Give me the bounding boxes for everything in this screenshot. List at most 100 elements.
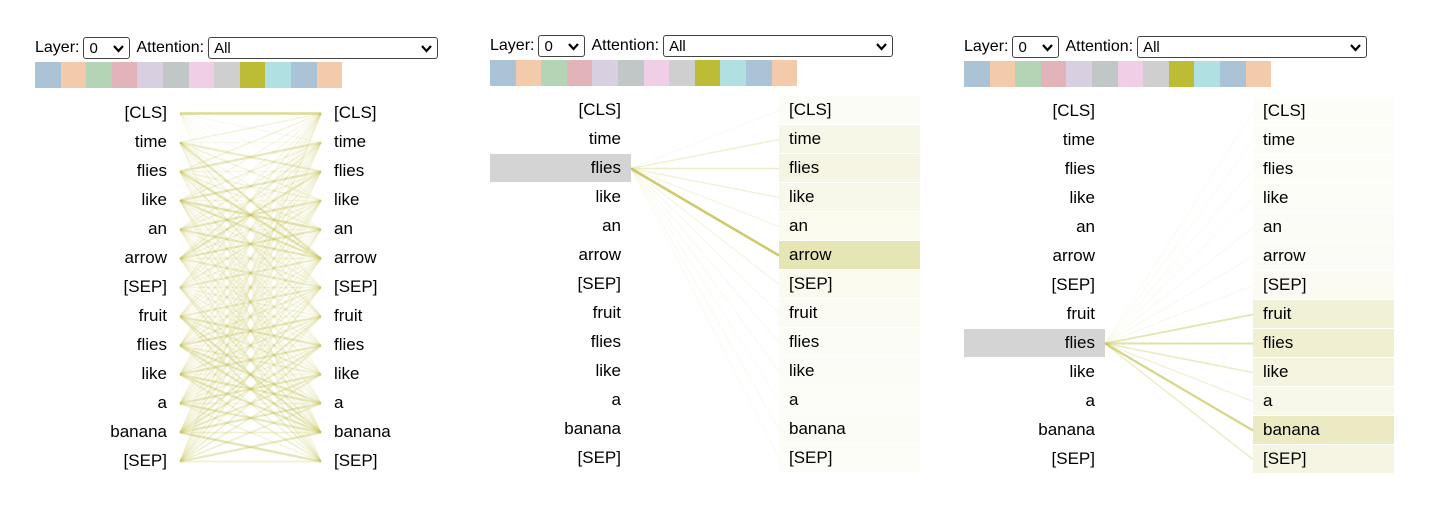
head-swatch-11[interactable] (771, 60, 798, 86)
head-swatch-9[interactable] (1194, 61, 1220, 87)
key-token-an[interactable]: an (779, 212, 920, 240)
key-token-arrow[interactable]: arrow (334, 248, 377, 267)
head-swatch-6[interactable] (188, 62, 215, 88)
query-token-time[interactable]: time (588, 129, 621, 148)
head-swatch-7[interactable] (1143, 61, 1169, 87)
key-token-cls[interactable]: [CLS] (1253, 97, 1394, 125)
query-token-arrow[interactable]: arrow (1052, 246, 1095, 265)
query-token-an[interactable]: an (602, 216, 621, 235)
query-token-arrow[interactable]: arrow (578, 245, 621, 264)
key-token-fruit[interactable]: fruit (334, 306, 363, 325)
head-swatch-3[interactable] (566, 60, 593, 86)
head-swatch-2[interactable] (86, 62, 112, 88)
key-token-time[interactable]: time (779, 125, 920, 153)
head-swatch-8[interactable] (694, 60, 721, 86)
key-token-fruit[interactable]: fruit (1253, 300, 1394, 328)
key-token-a[interactable]: a (779, 386, 920, 414)
query-token-time[interactable]: time (134, 132, 167, 151)
query-token-a[interactable]: a (1085, 391, 1095, 410)
layer-select[interactable]: 0 (83, 37, 131, 59)
key-token-flies[interactable]: flies (334, 161, 365, 180)
query-token-sep[interactable]: [SEP] (1051, 449, 1095, 468)
key-token-like[interactable]: like (334, 190, 360, 209)
head-swatch-4[interactable] (137, 62, 163, 88)
head-swatch-4[interactable] (1066, 61, 1092, 87)
query-token-a[interactable]: a (611, 390, 621, 409)
query-token-flies[interactable]: flies (964, 329, 1105, 357)
query-token-sep[interactable]: [SEP] (577, 448, 621, 467)
head-swatch-3[interactable] (111, 62, 138, 88)
head-swatch-11[interactable] (1245, 61, 1272, 87)
key-token-a[interactable]: a (334, 393, 344, 412)
head-swatch-7[interactable] (669, 60, 695, 86)
head-swatch-0[interactable] (964, 61, 990, 87)
key-token-like[interactable]: like (334, 364, 360, 383)
head-swatch-10[interactable] (1219, 61, 1246, 87)
head-swatch-11[interactable] (316, 62, 343, 88)
head-swatch-0[interactable] (35, 62, 61, 88)
key-token-arrow[interactable]: arrow (779, 241, 920, 269)
query-token-sep[interactable]: [SEP] (1051, 275, 1095, 294)
key-token-sep[interactable]: [SEP] (334, 451, 378, 470)
query-token-flies[interactable]: flies (136, 161, 167, 180)
query-token-banana[interactable]: banana (110, 422, 167, 441)
key-token-an[interactable]: an (334, 219, 353, 238)
query-token-cls[interactable]: [CLS] (1052, 101, 1095, 120)
query-token-like[interactable]: like (141, 190, 167, 209)
head-swatch-4[interactable] (592, 60, 618, 86)
head-swatch-10[interactable] (290, 62, 317, 88)
head-swatch-2[interactable] (1015, 61, 1041, 87)
key-token-a[interactable]: a (1253, 387, 1394, 415)
attention-select[interactable]: All (208, 37, 439, 59)
query-token-fruit[interactable]: fruit (138, 306, 167, 325)
query-token-cls[interactable]: [CLS] (578, 100, 621, 119)
head-swatch-10[interactable] (745, 60, 772, 86)
head-swatch-6[interactable] (643, 60, 670, 86)
query-token-a[interactable]: a (157, 393, 167, 412)
key-token-time[interactable]: time (1253, 126, 1394, 154)
key-token-cls[interactable]: [CLS] (334, 103, 377, 122)
head-swatch-5[interactable] (617, 60, 644, 86)
head-swatch-1[interactable] (989, 61, 1016, 87)
query-token-an[interactable]: an (1076, 217, 1095, 236)
head-swatch-1[interactable] (60, 62, 87, 88)
query-token-sep[interactable]: [SEP] (123, 451, 167, 470)
head-swatch-6[interactable] (1117, 61, 1144, 87)
key-token-flies[interactable]: flies (1253, 329, 1394, 357)
query-token-like[interactable]: like (141, 364, 167, 383)
layer-select[interactable]: 0 (1012, 36, 1060, 58)
head-swatch-9[interactable] (720, 60, 746, 86)
query-token-time[interactable]: time (1062, 130, 1095, 149)
key-token-sep[interactable]: [SEP] (1253, 445, 1394, 473)
query-token-fruit[interactable]: fruit (1066, 304, 1095, 323)
head-swatch-5[interactable] (1091, 61, 1118, 87)
query-token-banana[interactable]: banana (564, 419, 621, 438)
head-swatch-3[interactable] (1040, 61, 1067, 87)
key-token-time[interactable]: time (334, 132, 367, 151)
key-token-like[interactable]: like (779, 357, 920, 385)
query-token-sep[interactable]: [SEP] (577, 274, 621, 293)
key-token-sep[interactable]: [SEP] (779, 444, 920, 472)
query-token-like[interactable]: like (595, 187, 621, 206)
key-token-fruit[interactable]: fruit (779, 299, 920, 327)
key-token-like[interactable]: like (1253, 184, 1394, 212)
attention-select[interactable]: All (663, 35, 894, 57)
key-token-arrow[interactable]: arrow (1253, 242, 1394, 270)
key-token-sep[interactable]: [SEP] (334, 277, 378, 296)
key-token-like[interactable]: like (1253, 358, 1394, 386)
key-token-sep[interactable]: [SEP] (779, 270, 920, 298)
query-token-cls[interactable]: [CLS] (124, 103, 167, 122)
query-token-like[interactable]: like (595, 361, 621, 380)
key-token-an[interactable]: an (1253, 213, 1394, 241)
layer-select[interactable]: 0 (538, 35, 586, 57)
key-token-flies[interactable]: flies (334, 335, 365, 354)
head-swatch-0[interactable] (490, 60, 516, 86)
query-token-fruit[interactable]: fruit (592, 303, 621, 322)
query-token-flies[interactable]: flies (1064, 159, 1095, 178)
head-swatch-9[interactable] (265, 62, 291, 88)
key-token-flies[interactable]: flies (1253, 155, 1394, 183)
query-token-flies[interactable]: flies (136, 335, 167, 354)
key-token-banana[interactable]: banana (334, 422, 391, 441)
query-token-sep[interactable]: [SEP] (123, 277, 167, 296)
key-token-flies[interactable]: flies (779, 328, 920, 356)
